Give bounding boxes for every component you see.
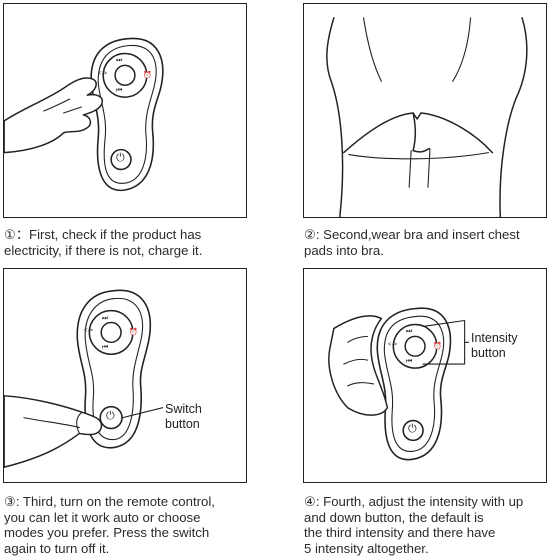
prev-icon: ⏮: [102, 344, 109, 351]
step-4-caption: ④: Fourth, adjust the intensity with up …: [304, 494, 524, 556]
mode-icon: <·>: [98, 71, 108, 77]
timer-icon: ⏰: [129, 329, 138, 336]
next-icon: ⏭: [116, 57, 123, 64]
step-1-caption: ①：First, check if the product has electr…: [4, 227, 203, 258]
bra-right-cup: [420, 112, 494, 154]
power-icon: ⏻: [116, 152, 125, 164]
step-1-illustration: ⏭ ⏮ <·> ⏰ ⏻: [3, 3, 247, 218]
mode-icon: <·>: [388, 342, 398, 348]
prev-icon: ⏮: [116, 87, 123, 94]
timer-icon: ⏰: [143, 72, 152, 79]
switch-button-callout: Switch button: [165, 402, 202, 431]
timer-icon: ⏰: [433, 343, 442, 350]
remote-body: [76, 289, 151, 449]
hand: [328, 315, 389, 416]
finger-pressing-switch-drawing: [4, 289, 164, 468]
next-icon: ⏭: [406, 328, 413, 335]
step-2-illustration: [303, 3, 547, 218]
mode-icon: <·>: [84, 328, 94, 334]
step-3-illustration: ⏭ ⏮ <·> ⏰ ⏻: [3, 268, 247, 483]
torso-right-outline: [499, 17, 528, 217]
torso-left-outline: [326, 17, 344, 217]
hand-holding-remote-drawing: [4, 37, 164, 192]
torso-with-bra-drawing: [326, 17, 528, 217]
next-icon: ⏭: [102, 315, 109, 322]
hand: [4, 395, 103, 468]
hand: [4, 77, 103, 154]
step-2-caption: ②: Second,wear bra and insert chest pads…: [304, 227, 520, 258]
power-button: [99, 405, 123, 430]
step-4-illustration: ⏭ ⏮ <·> ⏰ ⏻: [303, 268, 547, 483]
step-3-caption: ③: Third, turn on the remote control, yo…: [4, 494, 215, 556]
hand-adjusting-intensity-drawing: [328, 307, 470, 461]
power-icon: ⏻: [408, 423, 417, 435]
power-button: [110, 148, 132, 171]
power-button: [402, 419, 424, 442]
bra-left-cup: [343, 112, 417, 154]
power-icon: ⏻: [106, 410, 115, 422]
remote-body: [376, 307, 452, 461]
prev-icon: ⏮: [406, 358, 413, 365]
intensity-button-callout: Intensity button: [471, 331, 518, 360]
